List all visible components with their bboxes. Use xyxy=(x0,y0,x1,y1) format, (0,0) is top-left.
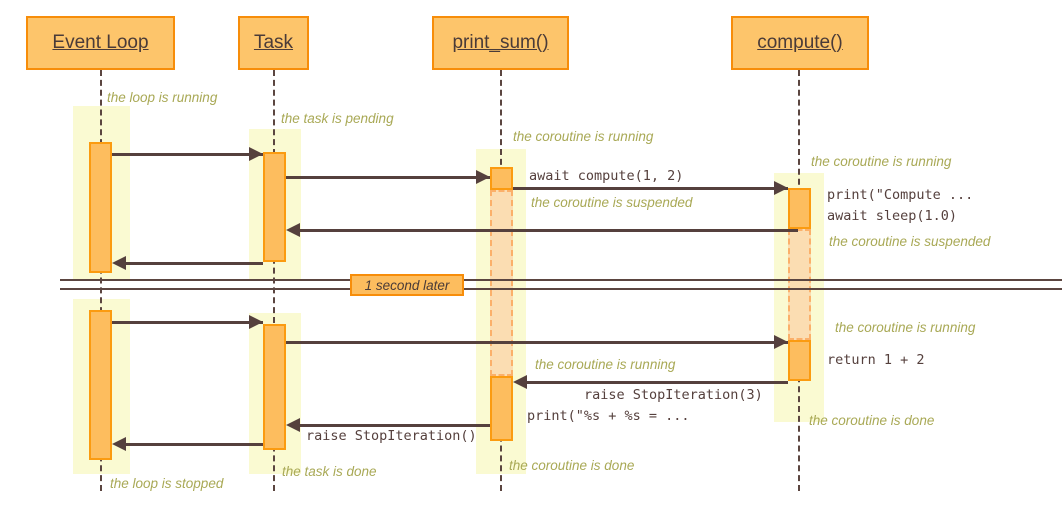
arrow-print-sum-to-task xyxy=(300,424,490,427)
activation-print-sum-suspended xyxy=(490,190,513,376)
arrow-event-loop-to-task-2 xyxy=(112,321,263,324)
participant-label: print_sum() xyxy=(452,32,549,53)
message-await-sleep: await sleep(1.0) xyxy=(827,208,958,224)
participant-compute[interactable]: compute() xyxy=(731,16,869,70)
arrow-print-sum-to-compute xyxy=(513,187,788,190)
activation-event-loop-2 xyxy=(89,310,112,460)
message-return-sum: return 1 + 2 xyxy=(827,352,925,368)
note-coroutine-running-1: the coroutine is running xyxy=(513,129,654,144)
arrow-event-loop-to-task-1 xyxy=(112,153,263,156)
arrowhead-left xyxy=(112,256,126,270)
note-loop-running: the loop is running xyxy=(107,90,218,105)
note-task-done: the task is done xyxy=(282,464,377,479)
note-coroutine-done-1: the coroutine is done xyxy=(809,413,935,428)
arrow-task-to-event-loop-2 xyxy=(126,443,263,446)
note-coroutine-running-4: the coroutine is running xyxy=(535,357,676,372)
note-coroutine-done-2: the coroutine is done xyxy=(509,458,635,473)
participant-event-loop[interactable]: Event Loop xyxy=(26,16,175,70)
participant-label: Event Loop xyxy=(52,32,149,53)
note-coroutine-suspended-1: the coroutine is suspended xyxy=(531,195,693,210)
divider-label: 1 second later xyxy=(364,277,450,293)
message-raise-stopiteration-3: raise StopIteration(3) xyxy=(584,387,763,403)
note-coroutine-suspended-2: the coroutine is suspended xyxy=(829,234,991,249)
participant-label: Task xyxy=(253,32,294,53)
arrowhead-left xyxy=(112,437,126,451)
note-task-pending: the task is pending xyxy=(281,111,394,126)
activation-print-sum-running-2 xyxy=(490,376,513,441)
arrow-compute-to-print-sum xyxy=(527,381,788,384)
divider-line-top xyxy=(60,279,1062,281)
arrowhead-right xyxy=(476,170,490,184)
message-print-compute: print("Compute ... xyxy=(827,187,974,203)
message-raise-stopiteration: raise StopIteration() xyxy=(306,428,477,444)
participant-label: compute() xyxy=(757,32,843,53)
arrowhead-left xyxy=(286,223,300,237)
activation-compute-running-2 xyxy=(788,340,811,381)
activation-compute-suspended xyxy=(788,229,811,340)
arrow-task-to-event-loop-1 xyxy=(126,262,263,265)
activation-task-1 xyxy=(263,152,286,262)
activation-event-loop-1 xyxy=(89,142,112,273)
participant-print-sum[interactable]: print_sum() xyxy=(432,16,569,70)
arrowhead-right xyxy=(249,147,263,161)
arrow-compute-to-task xyxy=(300,229,798,232)
arrow-task-to-print-sum xyxy=(286,176,490,179)
arrowhead-left xyxy=(286,418,300,432)
activation-task-2 xyxy=(263,324,286,450)
arrowhead-left xyxy=(513,375,527,389)
message-await-compute: await compute(1, 2) xyxy=(529,168,684,184)
activation-print-sum-running-1 xyxy=(490,167,513,190)
arrowhead-right xyxy=(774,335,788,349)
note-loop-stopped: the loop is stopped xyxy=(110,476,224,491)
divider-line-bottom xyxy=(60,288,1062,290)
arrowhead-right xyxy=(774,181,788,195)
arrowhead-right xyxy=(249,315,263,329)
message-print-result: print("%s + %s = ... xyxy=(527,408,690,424)
participant-task[interactable]: Task xyxy=(238,16,309,70)
divider-1-second-later: 1 second later xyxy=(350,274,464,296)
note-coroutine-running-3: the coroutine is running xyxy=(835,320,976,335)
note-coroutine-running-2: the coroutine is running xyxy=(811,154,952,169)
arrow-task-to-compute xyxy=(286,341,788,344)
activation-compute-running-1 xyxy=(788,188,811,229)
